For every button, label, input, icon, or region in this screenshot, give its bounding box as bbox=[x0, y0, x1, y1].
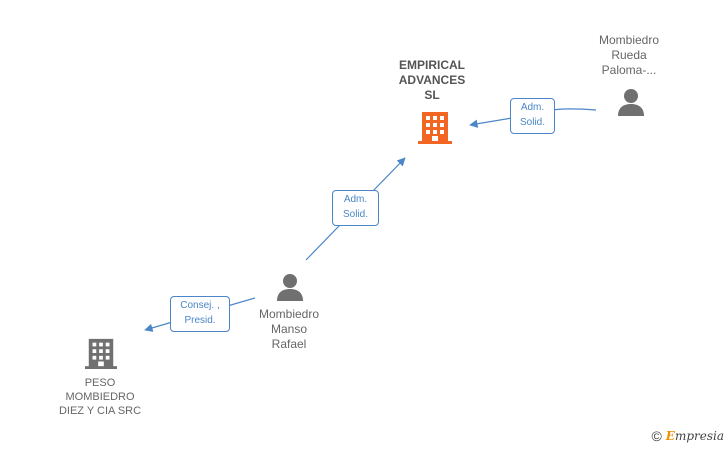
edge-label-line: Adm. bbox=[343, 194, 368, 205]
building-icon[interactable] bbox=[85, 336, 117, 370]
edge-label-adm-solid[interactable]: Adm. Solid. bbox=[332, 190, 379, 226]
building-icon[interactable] bbox=[418, 110, 452, 144]
person-label-line: Rafael bbox=[271, 337, 307, 351]
company-label-line: SL bbox=[424, 88, 440, 102]
brand-initial: E bbox=[665, 429, 675, 443]
company-label-line: EMPIRICAL bbox=[399, 58, 465, 72]
person-icon[interactable] bbox=[615, 86, 647, 118]
company-label-line: MOMBIEDRO bbox=[65, 391, 135, 403]
person-label-line: Mombiedro bbox=[598, 33, 660, 47]
company-label-line: DIEZ Y CIA SRC bbox=[58, 405, 142, 417]
person-label-line: Paloma-... bbox=[601, 63, 657, 77]
person-label-mombiedro-rueda[interactable]: Mombiedro Rueda Paloma-... bbox=[580, 33, 678, 78]
person-label-line: Manso bbox=[270, 322, 308, 336]
person-label-line: Rueda bbox=[611, 48, 647, 62]
brand-logo: © Empresia bbox=[651, 428, 724, 444]
edge-label-line: Presid. bbox=[184, 315, 216, 326]
person-icon[interactable] bbox=[274, 271, 306, 303]
edge-label-line: Consej. , bbox=[180, 300, 220, 311]
person-label-mombiedro-manso[interactable]: Mombiedro Manso Rafael bbox=[240, 307, 338, 352]
company-label-line: PESO bbox=[84, 377, 116, 389]
company-label-empirical-advances[interactable]: EMPIRICAL ADVANCES SL bbox=[380, 58, 484, 103]
edge-label-adm-solid[interactable]: Adm. Solid. bbox=[510, 98, 555, 134]
brand-rest: mpresia bbox=[674, 429, 724, 443]
brand-wordmark: Empresia bbox=[666, 429, 724, 443]
person-label-line: Mombiedro bbox=[258, 307, 320, 321]
copyright-symbol: © bbox=[651, 428, 662, 444]
edge-label-consej-presid[interactable]: Consej. , Presid. bbox=[170, 296, 230, 332]
edge-label-line: Adm. bbox=[520, 102, 545, 113]
edge-label-line: Solid. bbox=[342, 209, 368, 220]
company-label-line: ADVANCES bbox=[398, 73, 466, 87]
edge-label-line: Solid. bbox=[519, 117, 545, 128]
company-label-peso-mombiedro[interactable]: PESO MOMBIEDRO DIEZ Y CIA SRC bbox=[40, 376, 160, 418]
